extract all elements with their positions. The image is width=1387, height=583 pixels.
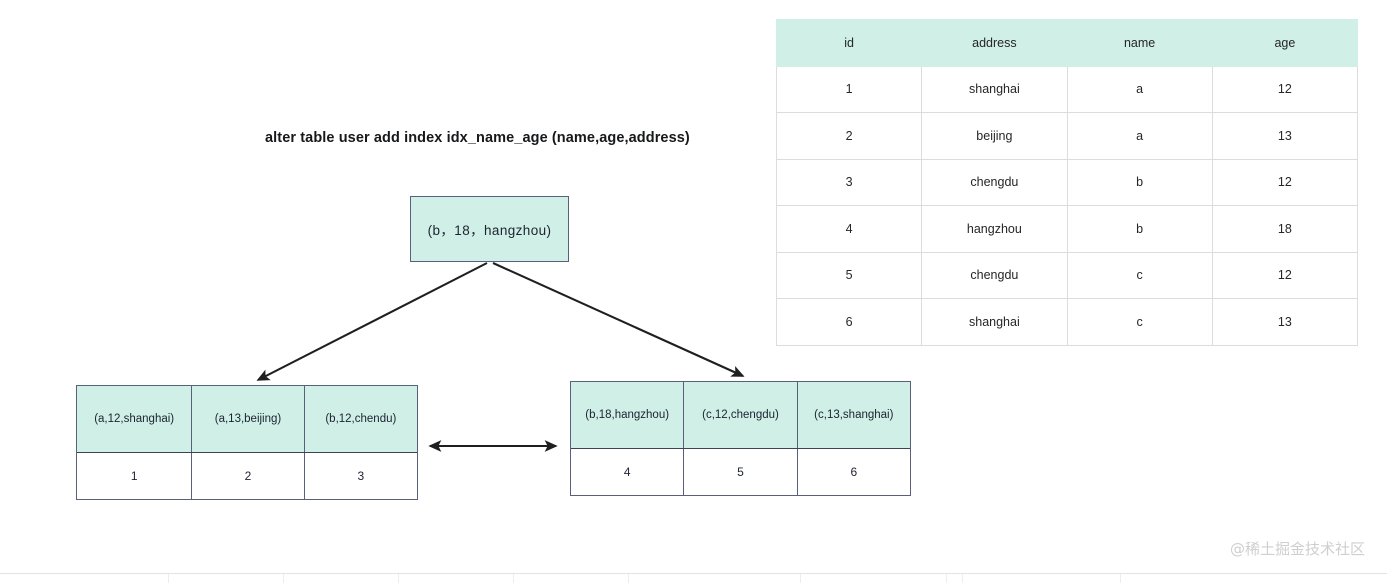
table-cell-age: 13 [1211,298,1359,346]
table-cell-age: 13 [1211,112,1359,160]
leaf-right-key-cell-1: (b,18,hangzhou) [571,382,685,448]
leaf-right-id-cell-3: 6 [797,449,910,495]
table-cell-age: 18 [1211,205,1359,253]
table-cell-id: 4 [775,205,923,253]
column-header-age: age [1211,19,1359,67]
arrow-root-to-right-leaf [492,262,745,377]
table-cell-id: 1 [775,65,923,113]
bottom-tick [800,574,801,583]
table-cell-age: 12 [1211,65,1359,113]
bottom-tick [1120,574,1121,583]
leaf-right-key-cell-2: (c,12,chengdu) [684,382,798,448]
leaf-left-key-cell-1: (a,12,shanghai) [77,386,193,452]
table-cell-address: hangzhou [921,205,1068,253]
leaf-left-id-row: 1 2 3 [77,452,417,499]
table-cell-address: shanghai [921,65,1068,113]
bottom-tick [946,574,947,583]
leaf-right-id-cell-1: 4 [571,449,685,495]
btree-leaf-node-left: (a,12,shanghai) (a,13,beijing) (b,12,che… [76,385,418,500]
table-cell-name: c [1066,298,1213,346]
leaf-left-id-cell-3: 3 [304,453,417,499]
btree-root-node: (b，18，hangzhou) [410,196,569,262]
column-header-address: address [921,19,1068,67]
leaf-left-id-cell-1: 1 [77,453,193,499]
leaf-right-key-cell-3: (c,13,shanghai) [797,382,910,448]
leaf-right-key-row: (b,18,hangzhou) (c,12,chengdu) (c,13,sha… [571,382,910,448]
bottom-tick [283,574,284,583]
table-cell-name: b [1066,205,1213,253]
column-header-id: id [775,19,923,67]
leaf-left-key-cell-2: (a,13,beijing) [192,386,305,452]
arrow-root-to-left-leaf [256,262,488,381]
btree-leaf-node-right: (b,18,hangzhou) (c,12,chengdu) (c,13,sha… [570,381,911,496]
table-cell-address: chengdu [921,158,1068,206]
table-cell-id: 6 [775,298,923,346]
column-header-name: name [1066,19,1213,67]
table-cell-address: beijing [921,112,1068,160]
leaf-left-id-cell-2: 2 [192,453,305,499]
watermark-text: @稀土掘金技术社区 [1229,540,1365,558]
bottom-tick [628,574,629,583]
table-header-row: id address name age [775,19,1359,67]
table-cell-name: a [1066,65,1213,113]
leaf-right-id-cell-2: 5 [684,449,798,495]
table-cell-age: 12 [1211,251,1359,299]
table-cell-id: 3 [775,158,923,206]
table-cell-age: 12 [1211,158,1359,206]
table-cell-address: shanghai [921,298,1068,346]
user-table-head: id address name age [775,19,1359,67]
table-cell-id: 2 [775,112,923,160]
table-cell-id: 5 [775,251,923,299]
table-cell-name: a [1066,112,1213,160]
table-cell-name: c [1066,251,1213,299]
page-bottom-edge [0,573,1387,583]
leaf-left-key-cell-3: (b,12,chendu) [304,386,417,452]
table-cell-address: chengdu [921,251,1068,299]
sql-statement-title: alter table user add index idx_name_age … [265,130,690,146]
leaf-left-key-row: (a,12,shanghai) (a,13,beijing) (b,12,che… [77,386,417,452]
leaf-right-id-row: 4 5 6 [571,448,910,495]
bottom-tick [168,574,169,583]
bottom-tick [962,574,963,583]
bottom-tick [398,574,399,583]
btree-root-node-label: (b，18，hangzhou) [427,223,552,238]
table-cell-name: b [1066,158,1213,206]
bottom-tick [513,574,514,583]
